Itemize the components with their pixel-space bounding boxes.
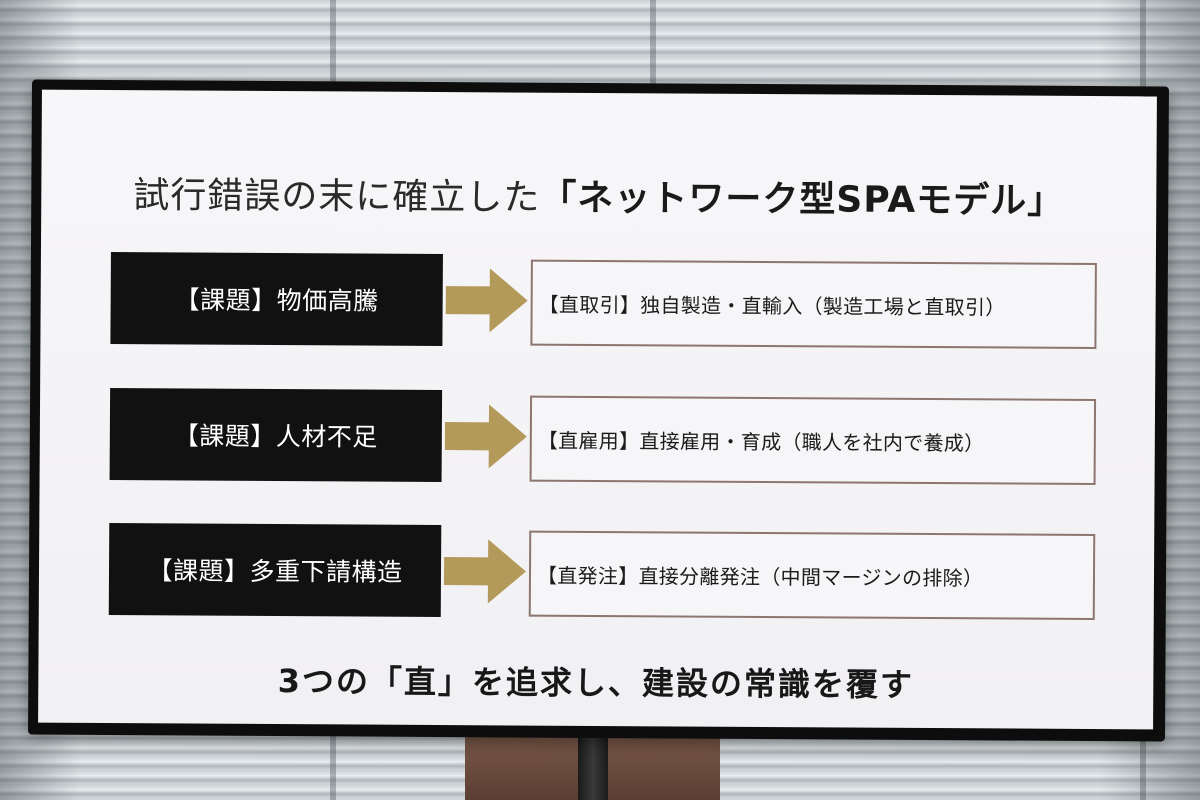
issue-box: 【課題】人材不足: [109, 388, 443, 483]
issue-box: 【課題】多重下請構造: [108, 523, 442, 618]
slide-screen: 試行錯誤の末に確立した「ネットワーク型SPAモデル」 【課題】物価高騰 【直取引…: [38, 89, 1157, 730]
slide-footer: 3つの「直」を追求し、建設の常識を覆す: [277, 662, 915, 704]
right-arrow-icon: [445, 268, 528, 333]
slide-title: 試行錯誤の末に確立した「ネットワーク型SPAモデル」: [41, 166, 1156, 225]
slide-title-plain: 試行錯誤の末に確立した: [133, 175, 541, 219]
solution-box: 【直発注】直接分離発注（中間マージンの排除）: [528, 530, 1096, 621]
right-arrow-icon: [443, 539, 527, 604]
right-arrow-icon: [444, 404, 527, 469]
tv-monitor: 試行錯誤の末に確立した「ネットワーク型SPAモデル」 【課題】物価高騰 【直取引…: [28, 79, 1169, 742]
issue-row: 【課題】多重下請構造 【直発注】直接分離発注（中間マージンの排除）: [108, 523, 1110, 621]
stand-post: [578, 735, 608, 800]
issue-box: 【課題】物価高騰: [110, 252, 443, 347]
issue-row: 【課題】物価高騰 【直取引】独自製造・直輸入（製造工場と直取引）: [110, 252, 1111, 350]
slide-title-bold: 「ネットワーク型SPAモデル」: [540, 177, 1065, 222]
solution-box: 【直取引】独自製造・直輸入（製造工場と直取引）: [530, 259, 1097, 350]
issue-row: 【課題】人材不足 【直雇用】直接雇用・育成（職人を社内で養成）: [109, 388, 1111, 486]
solution-box: 【直雇用】直接雇用・育成（職人を社内で養成）: [529, 395, 1097, 486]
